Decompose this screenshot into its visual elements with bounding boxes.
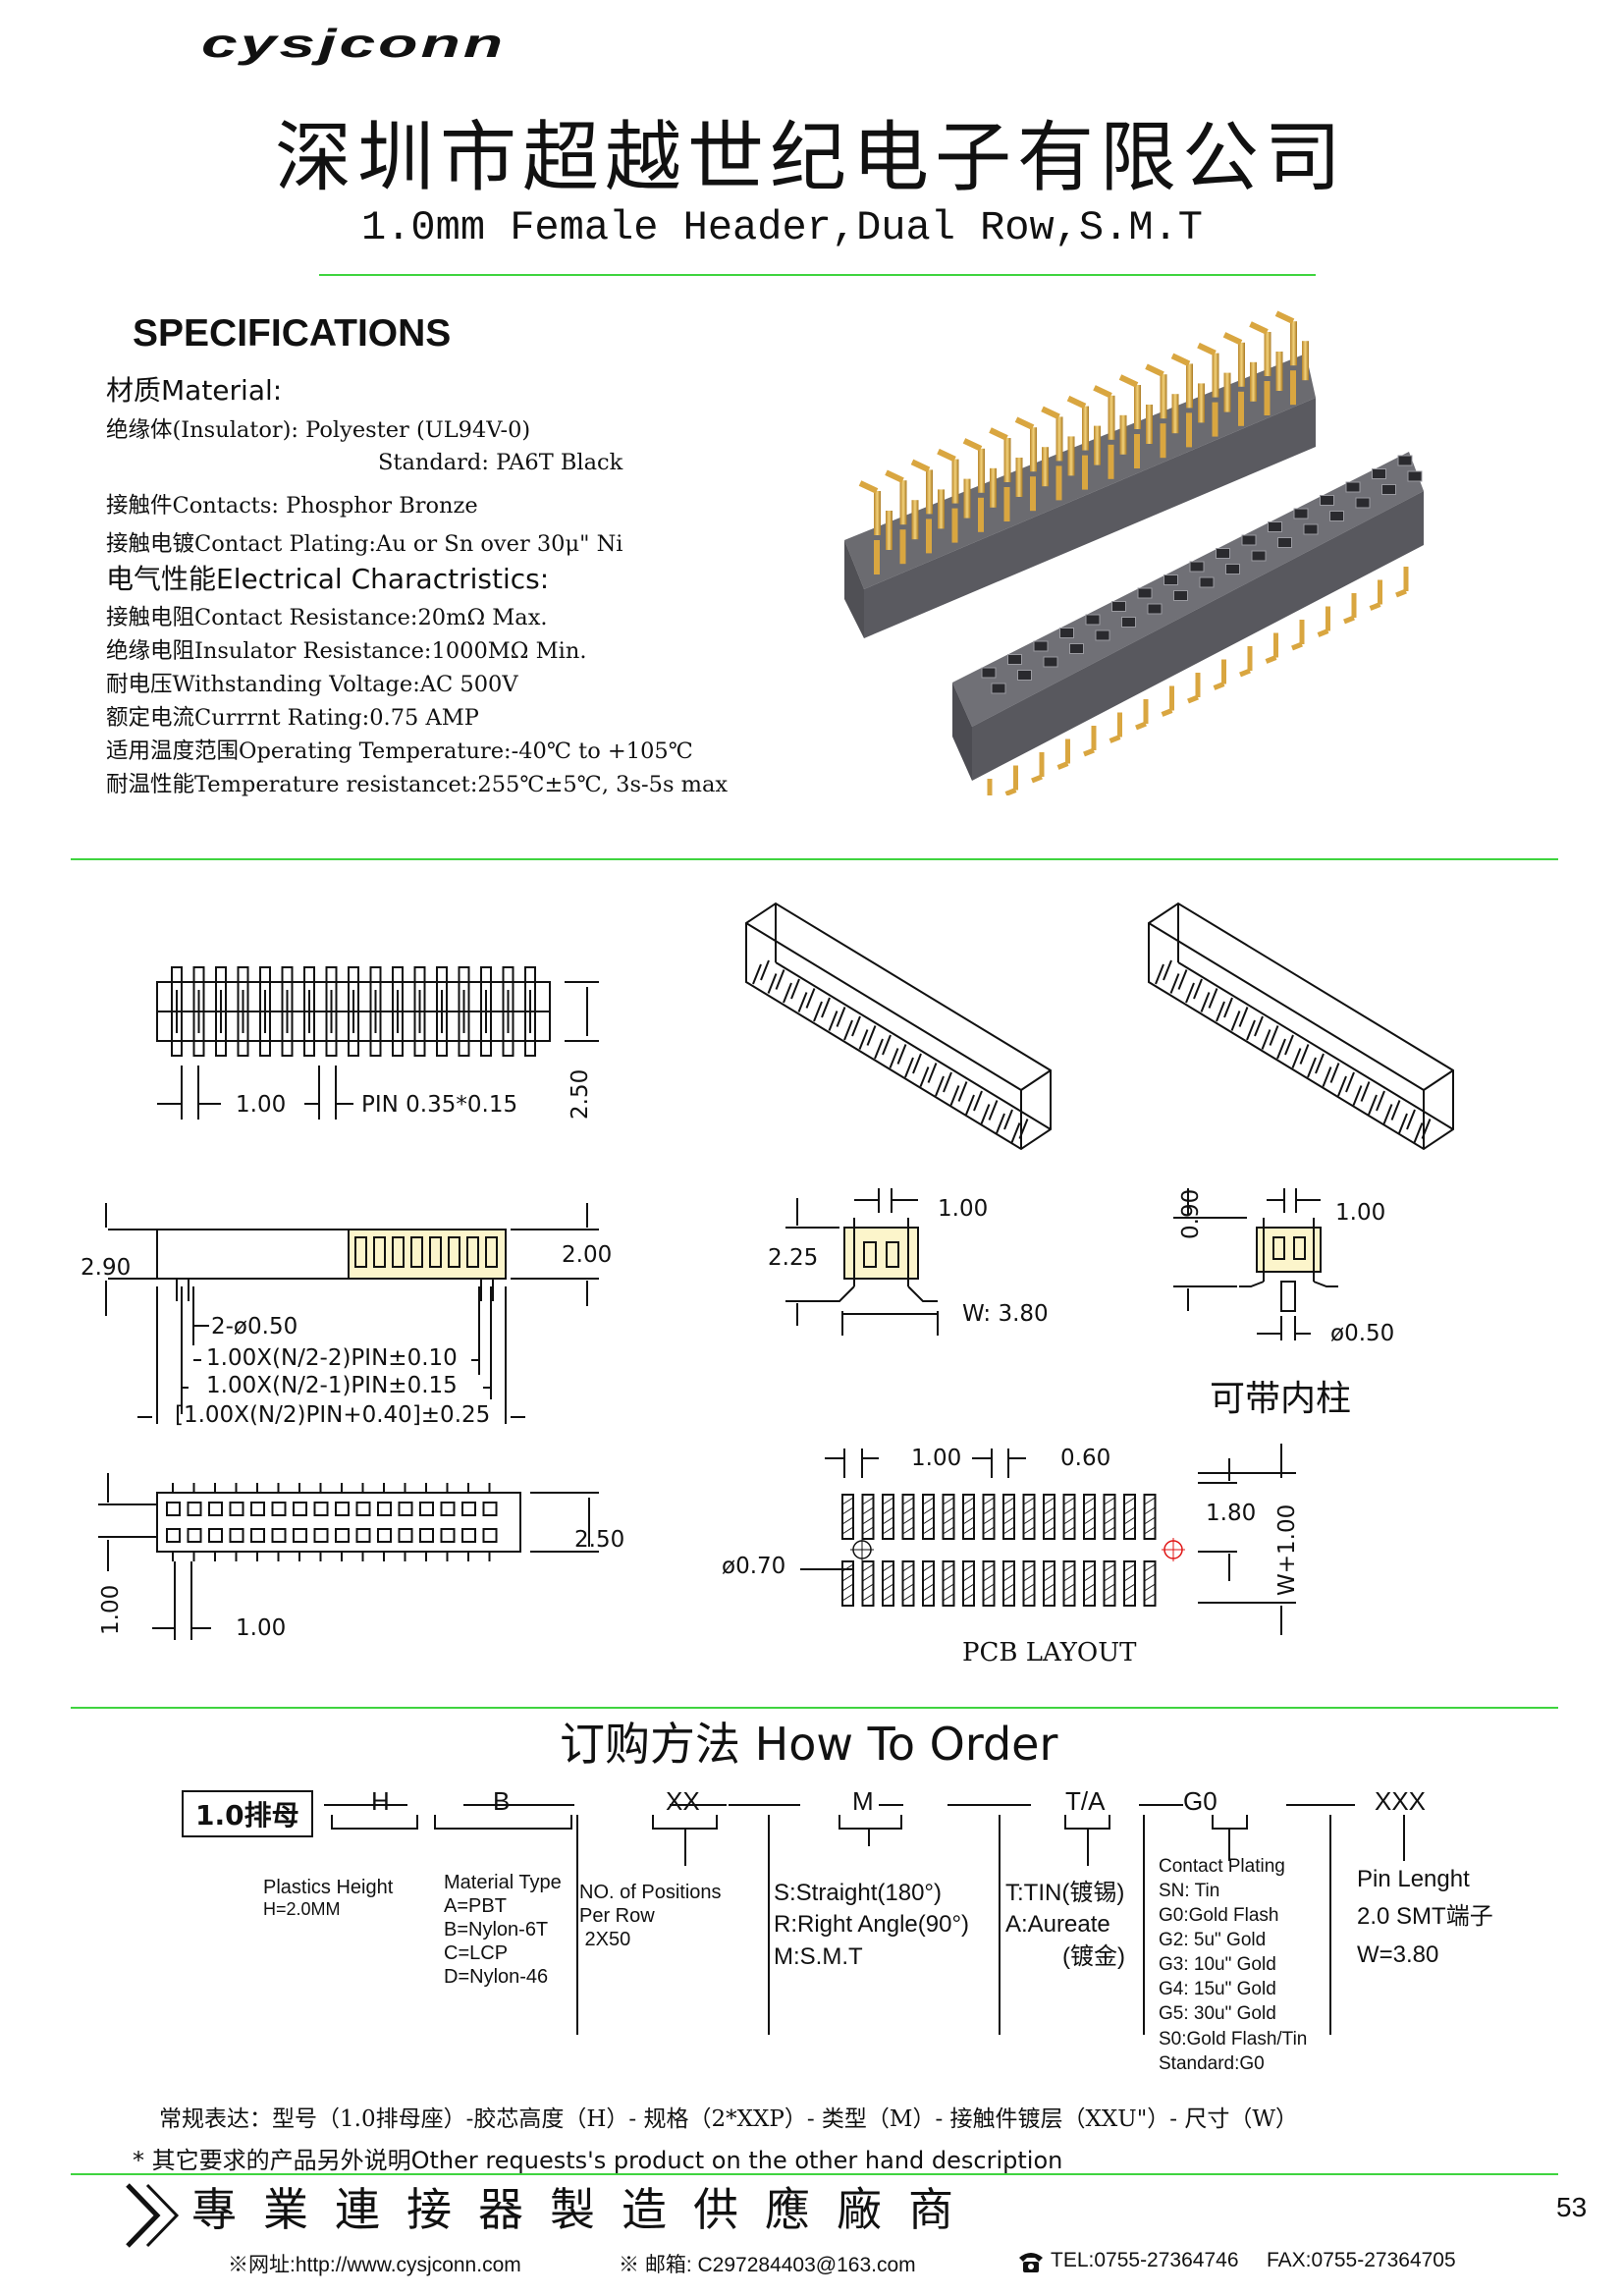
spec-insulator: 绝缘体(Insulator): Polyester (UL94V-0) xyxy=(106,417,531,443)
dim-c: [1.00X(N/2)PIN+0.40]±0.25 xyxy=(175,1402,491,1428)
dim-height-top: 2.50 xyxy=(568,1068,593,1120)
divider xyxy=(71,2173,1558,2175)
dim-end2-h: 0.90 xyxy=(1178,1188,1204,1239)
order-code-xxx: XXX xyxy=(1375,1786,1427,1816)
spec-contact-resistance: 接触电阻Contact Resistance:20mΩ Max. xyxy=(106,605,548,630)
material-heading: 材质Material: xyxy=(106,374,283,407)
dim-end2-pitch: 1.00 xyxy=(1335,1200,1386,1226)
spec-insulator-std: Standard: PA6T Black xyxy=(378,450,623,475)
order-type: S:Straight(180°)R:Right Angle(90°)M:S.M.… xyxy=(774,1880,970,1970)
company-name-cn: 深圳市超越世纪电子有限公司 xyxy=(275,114,1348,202)
dim-bottom-row: 1.00 xyxy=(98,1584,124,1635)
dim-pcb-pitch: 1.00 xyxy=(911,1446,962,1471)
spec-temp-resist: 耐温性能Temperature resistancet:255℃±5℃, 3s-… xyxy=(106,772,729,797)
footer-tel: TEL:0755-27364746 xyxy=(1051,2249,1239,2271)
spec-contacts: 接触件Contacts: Phosphor Bronze xyxy=(106,493,478,519)
page-number: 53 xyxy=(1556,2192,1588,2222)
dim-side-h1: 2.90 xyxy=(81,1255,132,1281)
dim-side-h2: 2.00 xyxy=(562,1242,613,1268)
divider xyxy=(71,1707,1558,1709)
order-code-h: H xyxy=(371,1786,390,1816)
dim-a: 1.00X(N/2-2)PIN±0.10 xyxy=(206,1345,458,1371)
product-photo xyxy=(844,310,1424,795)
order-code-g0: G0 xyxy=(1183,1786,1217,1816)
electrical-heading: 电气性能Electrical Charactristics: xyxy=(106,563,550,595)
company-logo: cysjconn xyxy=(201,20,507,66)
technical-drawing xyxy=(98,902,1454,1640)
order-code-b: B xyxy=(493,1786,511,1816)
dim-pitch-top: 1.00 xyxy=(236,1092,287,1118)
order-base-code: 1.0排母 xyxy=(182,1790,313,1837)
divider xyxy=(319,274,1316,276)
dim-pin-size: PIN 0.35*0.15 xyxy=(361,1092,518,1118)
dim-end1-pitch: 1.00 xyxy=(938,1196,989,1222)
footer-slogan: 專業連接器製造供應廠商 xyxy=(191,2183,980,2236)
dim-b: 1.00X(N/2-1)PIN±0.15 xyxy=(206,1373,458,1398)
dim-pcb-gap: 1.80 xyxy=(1206,1501,1257,1526)
dim-peg: 2-ø0.50 xyxy=(211,1314,298,1339)
spec-voltage: 耐电压Withstanding Voltage:AC 500V xyxy=(106,672,518,697)
spec-current: 额定电流Currrnt Rating:0.75 AMP xyxy=(106,705,479,731)
order-code-ta: T/A xyxy=(1065,1786,1106,1816)
order-code-m: M xyxy=(852,1786,874,1816)
order-height-value: H=2.0MM xyxy=(263,1899,341,1919)
spec-plating: 接触电镀Contact Plating:Au or Sn over 30μ" N… xyxy=(106,531,623,557)
dim-pcb-w: W+1.00 xyxy=(1274,1503,1300,1596)
footer-chevron-icon xyxy=(126,2183,180,2248)
order-height-label: Plastics Height xyxy=(263,1877,394,1898)
order-code-xx: XX xyxy=(666,1786,700,1816)
phone-icon xyxy=(1019,2253,1043,2272)
dim-end1-w: W: 3.80 xyxy=(962,1301,1049,1327)
dim-bottom-pitch: 1.00 xyxy=(236,1615,287,1641)
product-title: 1.0mm Female Header,Dual Row,S.M.T xyxy=(361,204,1203,251)
order-other-note: * 其它要求的产品另外说明Other requests's product on… xyxy=(133,2147,1063,2174)
specs-heading: SPECIFICATIONS xyxy=(133,312,452,355)
dim-pcb-pad: 0.60 xyxy=(1060,1446,1111,1471)
dim-end1-h: 2.25 xyxy=(768,1245,819,1271)
footer-email: ※ 邮箱: C297284403@163.com xyxy=(619,2254,916,2276)
dim-end2-peg: ø0.50 xyxy=(1330,1321,1395,1346)
footer-web: ※网址:http://www.cysjconn.com xyxy=(228,2254,521,2276)
order-connectors xyxy=(324,1804,1405,2035)
order-plating-type: T:TIN(镀锡)A:Aureate(镀金) xyxy=(1005,1880,1125,1970)
footer-fax: FAX:0755-27364705 xyxy=(1267,2249,1456,2271)
dim-bottom-w: 2.50 xyxy=(574,1527,625,1553)
end2-note: 可带内柱 xyxy=(1210,1379,1352,1419)
spec-temp-range: 适用温度范围Operating Temperature:-40℃ to +105… xyxy=(106,738,693,764)
order-title: 订购方法 How To Order xyxy=(560,1718,1058,1771)
dim-pcb-hole: ø0.70 xyxy=(722,1554,786,1579)
spec-insulator-resistance: 绝缘电阻Insulator Resistance:1000MΩ Min. xyxy=(106,638,587,664)
divider xyxy=(71,858,1558,860)
order-regular-expression: 常规表达：型号（1.0排母座）-胶芯高度（H）- 规格（2*XXP）- 类型（M… xyxy=(159,2106,1298,2132)
pcb-layout-title: PCB LAYOUT xyxy=(962,1638,1137,1667)
